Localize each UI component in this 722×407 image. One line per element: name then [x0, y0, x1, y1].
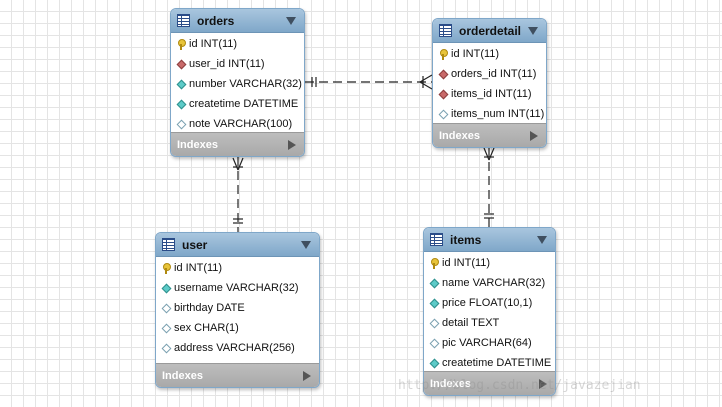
foreign-key-icon	[176, 59, 186, 69]
indexes-label: Indexes	[430, 377, 471, 390]
column-label: createtime DATETIME	[189, 98, 299, 110]
column-label: sex CHAR(1)	[174, 322, 239, 334]
foreign-key-icon	[438, 69, 448, 79]
column-row[interactable]: id INT(11)	[156, 258, 319, 278]
column-label: username VARCHAR(32)	[174, 282, 299, 294]
relationship-items-orderdetail[interactable]	[483, 147, 495, 227]
table-header[interactable]: orderdetail	[433, 19, 546, 43]
indexes-bar[interactable]: Indexes	[171, 132, 304, 156]
table-name: items	[450, 232, 482, 247]
primary-key-icon	[176, 38, 186, 50]
not-null-column-icon	[429, 358, 439, 368]
column-label: detail TEXT	[442, 317, 500, 329]
nullable-column-icon	[161, 303, 171, 313]
primary-key-icon	[429, 257, 439, 269]
indexes-label: Indexes	[177, 138, 218, 151]
table-header[interactable]: orders	[171, 9, 304, 33]
indexes-bar[interactable]: Indexes	[433, 123, 546, 147]
column-label: note VARCHAR(100)	[189, 118, 293, 130]
collapse-arrow-icon[interactable]	[537, 235, 547, 244]
column-row[interactable]: birthday DATE	[156, 298, 319, 318]
column-row[interactable]: name VARCHAR(32)	[424, 273, 555, 293]
column-row[interactable]: note VARCHAR(100)	[171, 114, 304, 134]
column-row[interactable]: user_id INT(11)	[171, 54, 304, 74]
column-label: price FLOAT(10,1)	[442, 297, 533, 309]
expand-arrow-icon[interactable]	[539, 378, 547, 389]
column-label: id INT(11)	[442, 257, 491, 269]
column-label: id INT(11)	[189, 38, 238, 50]
column-row[interactable]: orders_id INT(11)	[433, 64, 546, 84]
column-row[interactable]: id INT(11)	[433, 44, 546, 64]
column-row[interactable]: id INT(11)	[424, 253, 555, 273]
expand-arrow-icon[interactable]	[530, 130, 538, 141]
nullable-column-icon	[161, 323, 171, 333]
column-label: user_id INT(11)	[189, 58, 265, 70]
indexes-label: Indexes	[439, 129, 480, 142]
column-row[interactable]: sex CHAR(1)	[156, 318, 319, 338]
collapse-arrow-icon[interactable]	[528, 26, 538, 35]
nullable-column-icon	[161, 343, 171, 353]
nullable-column-icon	[176, 119, 186, 129]
collapse-arrow-icon[interactable]	[301, 240, 311, 249]
not-null-column-icon	[161, 283, 171, 293]
column-label: orders_id INT(11)	[451, 68, 537, 80]
primary-key-icon	[438, 48, 448, 60]
expand-arrow-icon[interactable]	[288, 139, 296, 150]
not-null-column-icon	[176, 79, 186, 89]
column-label: pic VARCHAR(64)	[442, 337, 532, 349]
column-label: name VARCHAR(32)	[442, 277, 546, 289]
table-icon	[177, 14, 190, 27]
foreign-key-icon	[438, 89, 448, 99]
table-orders[interactable]: orders id INT(11) user_id INT(11) number…	[170, 8, 305, 157]
table-orderdetail[interactable]: orderdetail id INT(11) orders_id INT(11)…	[432, 18, 547, 148]
column-row[interactable]: items_num INT(11)	[433, 104, 546, 124]
expand-arrow-icon[interactable]	[303, 370, 311, 381]
not-null-column-icon	[429, 278, 439, 288]
table-name: orderdetail	[459, 23, 522, 38]
column-label: number VARCHAR(32)	[189, 78, 302, 90]
column-label: createtime DATETIME	[442, 357, 552, 369]
column-label: items_num INT(11)	[451, 108, 545, 120]
column-row[interactable]: price FLOAT(10,1)	[424, 293, 555, 313]
column-row[interactable]: createtime DATETIME	[424, 353, 555, 373]
column-label: address VARCHAR(256)	[174, 342, 295, 354]
column-row[interactable]: items_id INT(11)	[433, 84, 546, 104]
not-null-column-icon	[176, 99, 186, 109]
table-icon	[439, 24, 452, 37]
table-icon	[430, 233, 443, 246]
column-row[interactable]: number VARCHAR(32)	[171, 74, 304, 94]
column-label: birthday DATE	[174, 302, 245, 314]
table-icon	[162, 238, 175, 251]
relationship-user-orders[interactable]	[232, 157, 244, 232]
table-header[interactable]: items	[424, 228, 555, 252]
column-label: items_id INT(11)	[451, 88, 532, 100]
column-label: id INT(11)	[451, 48, 500, 60]
not-null-column-icon	[429, 298, 439, 308]
primary-key-icon	[161, 262, 171, 274]
table-name: orders	[197, 13, 235, 28]
table-user[interactable]: user id INT(11) username VARCHAR(32) bir…	[155, 232, 320, 388]
indexes-bar[interactable]: Indexes	[156, 363, 319, 387]
nullable-column-icon	[429, 338, 439, 348]
column-row[interactable]: id INT(11)	[171, 34, 304, 54]
table-name: user	[182, 237, 208, 252]
column-row[interactable]: detail TEXT	[424, 313, 555, 333]
column-row[interactable]: address VARCHAR(256)	[156, 338, 319, 358]
collapse-arrow-icon[interactable]	[286, 16, 296, 25]
indexes-bar[interactable]: Indexes	[424, 371, 555, 395]
column-row[interactable]: createtime DATETIME	[171, 94, 304, 114]
table-header[interactable]: user	[156, 233, 319, 257]
relationship-orders-orderdetail[interactable]	[305, 74, 433, 90]
column-label: id INT(11)	[174, 262, 223, 274]
column-row[interactable]: username VARCHAR(32)	[156, 278, 319, 298]
table-items[interactable]: items id INT(11) name VARCHAR(32) price …	[423, 227, 556, 396]
nullable-column-icon	[429, 318, 439, 328]
indexes-label: Indexes	[162, 369, 203, 382]
nullable-column-icon	[438, 109, 448, 119]
column-row[interactable]: pic VARCHAR(64)	[424, 333, 555, 353]
